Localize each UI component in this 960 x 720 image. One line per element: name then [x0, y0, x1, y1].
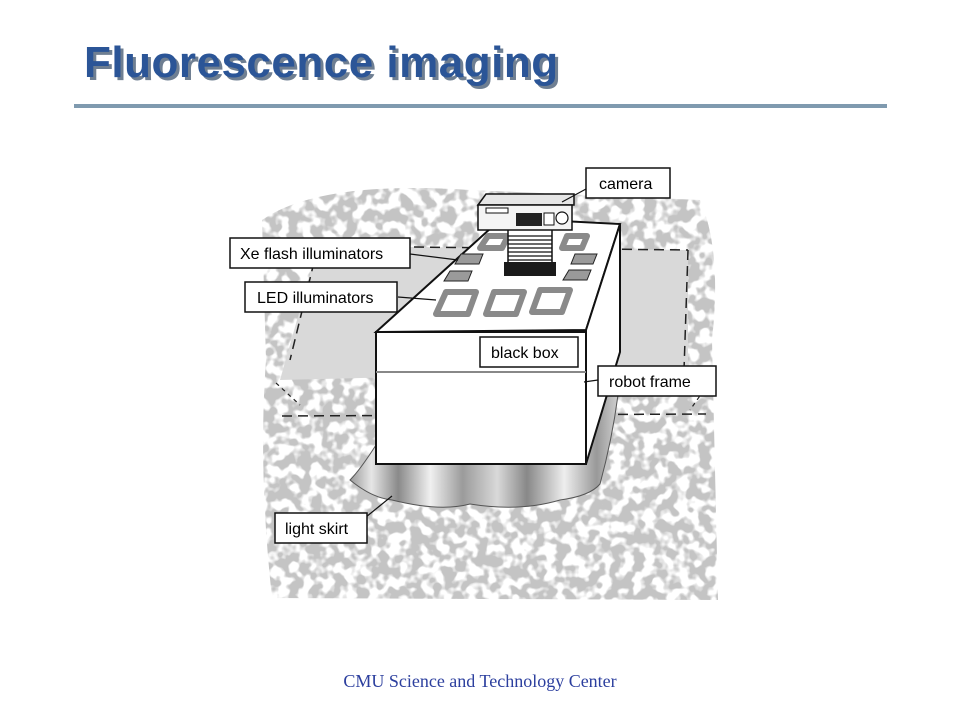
label-robot-frame: robot frame [597, 365, 717, 397]
svg-text:LED illuminators: LED illuminators [257, 290, 373, 307]
xe-flash-leader [409, 253, 459, 261]
label-light-skirt: light skirt [274, 512, 368, 544]
light-skirt [349, 394, 619, 508]
svg-text:Xe flash illuminators: Xe flash illuminators [240, 246, 383, 263]
robot-frame-leader [583, 379, 599, 383]
camera-body [476, 193, 575, 231]
led-leader [397, 296, 437, 301]
svg-text:robot frame: robot frame [609, 374, 691, 391]
label-xe-flash: Xe flash illuminators [229, 237, 411, 269]
xe-flash-illuminators [443, 253, 598, 282]
label-black-box: black box [479, 336, 579, 368]
page-title: Fluorescence imaging [84, 38, 559, 87]
label-camera: camera [585, 167, 671, 199]
led-illuminators [433, 233, 590, 317]
camera-lens [504, 227, 556, 276]
footer-credit: CMU Science and Technology Center [343, 671, 617, 691]
title-divider [74, 104, 887, 108]
camera-leader [561, 188, 587, 203]
label-led: LED illuminators [244, 281, 398, 313]
svg-text:black box: black box [491, 345, 559, 362]
light-skirt-leader [365, 495, 393, 518]
svg-text:camera: camera [599, 176, 652, 193]
svg-text:light skirt: light skirt [285, 521, 349, 538]
